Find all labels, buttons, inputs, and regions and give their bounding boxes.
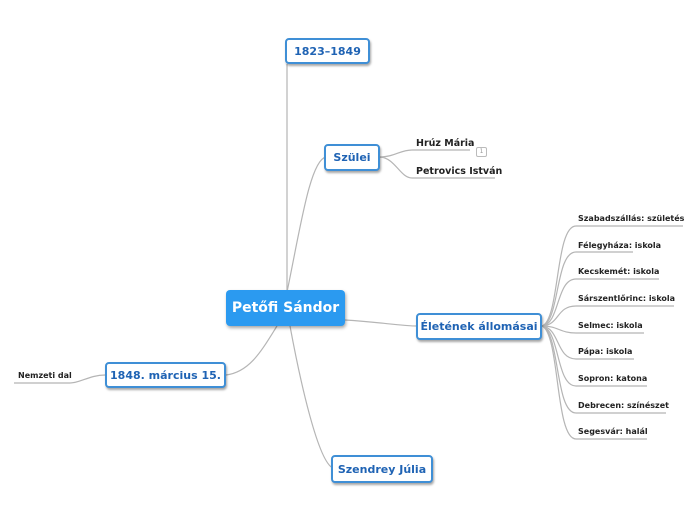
link-station-2: [541, 251, 633, 327]
leaf-station-9[interactable]: Segesvár: halál: [578, 427, 648, 436]
leaf-station-3[interactable]: Kecskemét: iskola: [578, 267, 660, 276]
topic-parents[interactable]: Szülei: [324, 144, 380, 171]
link-parent-1: [378, 149, 470, 158]
leaf-station-4[interactable]: Sárszentlőrinc: iskola: [578, 294, 676, 303]
topic-march[interactable]: 1848. március 15.: [105, 362, 226, 388]
link-parents: [286, 156, 327, 293]
link-station-6: [541, 325, 634, 360]
topic-years[interactable]: 1823–1849: [285, 38, 370, 64]
link-station-7: [541, 325, 647, 387]
link-station-1: [541, 225, 683, 327]
link-stations: [344, 319, 419, 327]
link-station-9: [541, 325, 647, 440]
leaf-station-5[interactable]: Selmec: iskola: [578, 321, 643, 330]
leaf-parent-father[interactable]: Petrovics István: [416, 166, 503, 177]
link-parent-2: [378, 156, 495, 179]
link-station-8: [541, 325, 666, 414]
link-station-3: [541, 278, 659, 327]
leaf-station-7[interactable]: Sopron: katona: [578, 374, 648, 383]
leaf-nemzeti-dal[interactable]: Nemzeti dal: [18, 371, 72, 380]
link-wife: [289, 325, 334, 469]
link-march-leaf: [14, 374, 106, 384]
collapsed-count-badge[interactable]: 1: [476, 147, 487, 157]
central-topic[interactable]: Petőfi Sándor: [226, 290, 345, 326]
link-march: [225, 325, 278, 376]
leaf-parent-mother[interactable]: Hrúz Mária: [416, 138, 475, 149]
topic-wife[interactable]: Szendrey Júlia: [331, 455, 433, 483]
topic-stations[interactable]: Életének állomásai: [416, 313, 542, 340]
link-station-5: [541, 325, 644, 334]
leaf-station-8[interactable]: Debrecen: színészet: [578, 401, 669, 410]
link-station-4: [541, 305, 674, 327]
leaf-station-2[interactable]: Félegyháza: iskola: [578, 241, 662, 250]
leaf-station-6[interactable]: Pápa: iskola: [578, 347, 633, 356]
leaf-station-1[interactable]: Szabadszállás: születés: [578, 214, 685, 223]
